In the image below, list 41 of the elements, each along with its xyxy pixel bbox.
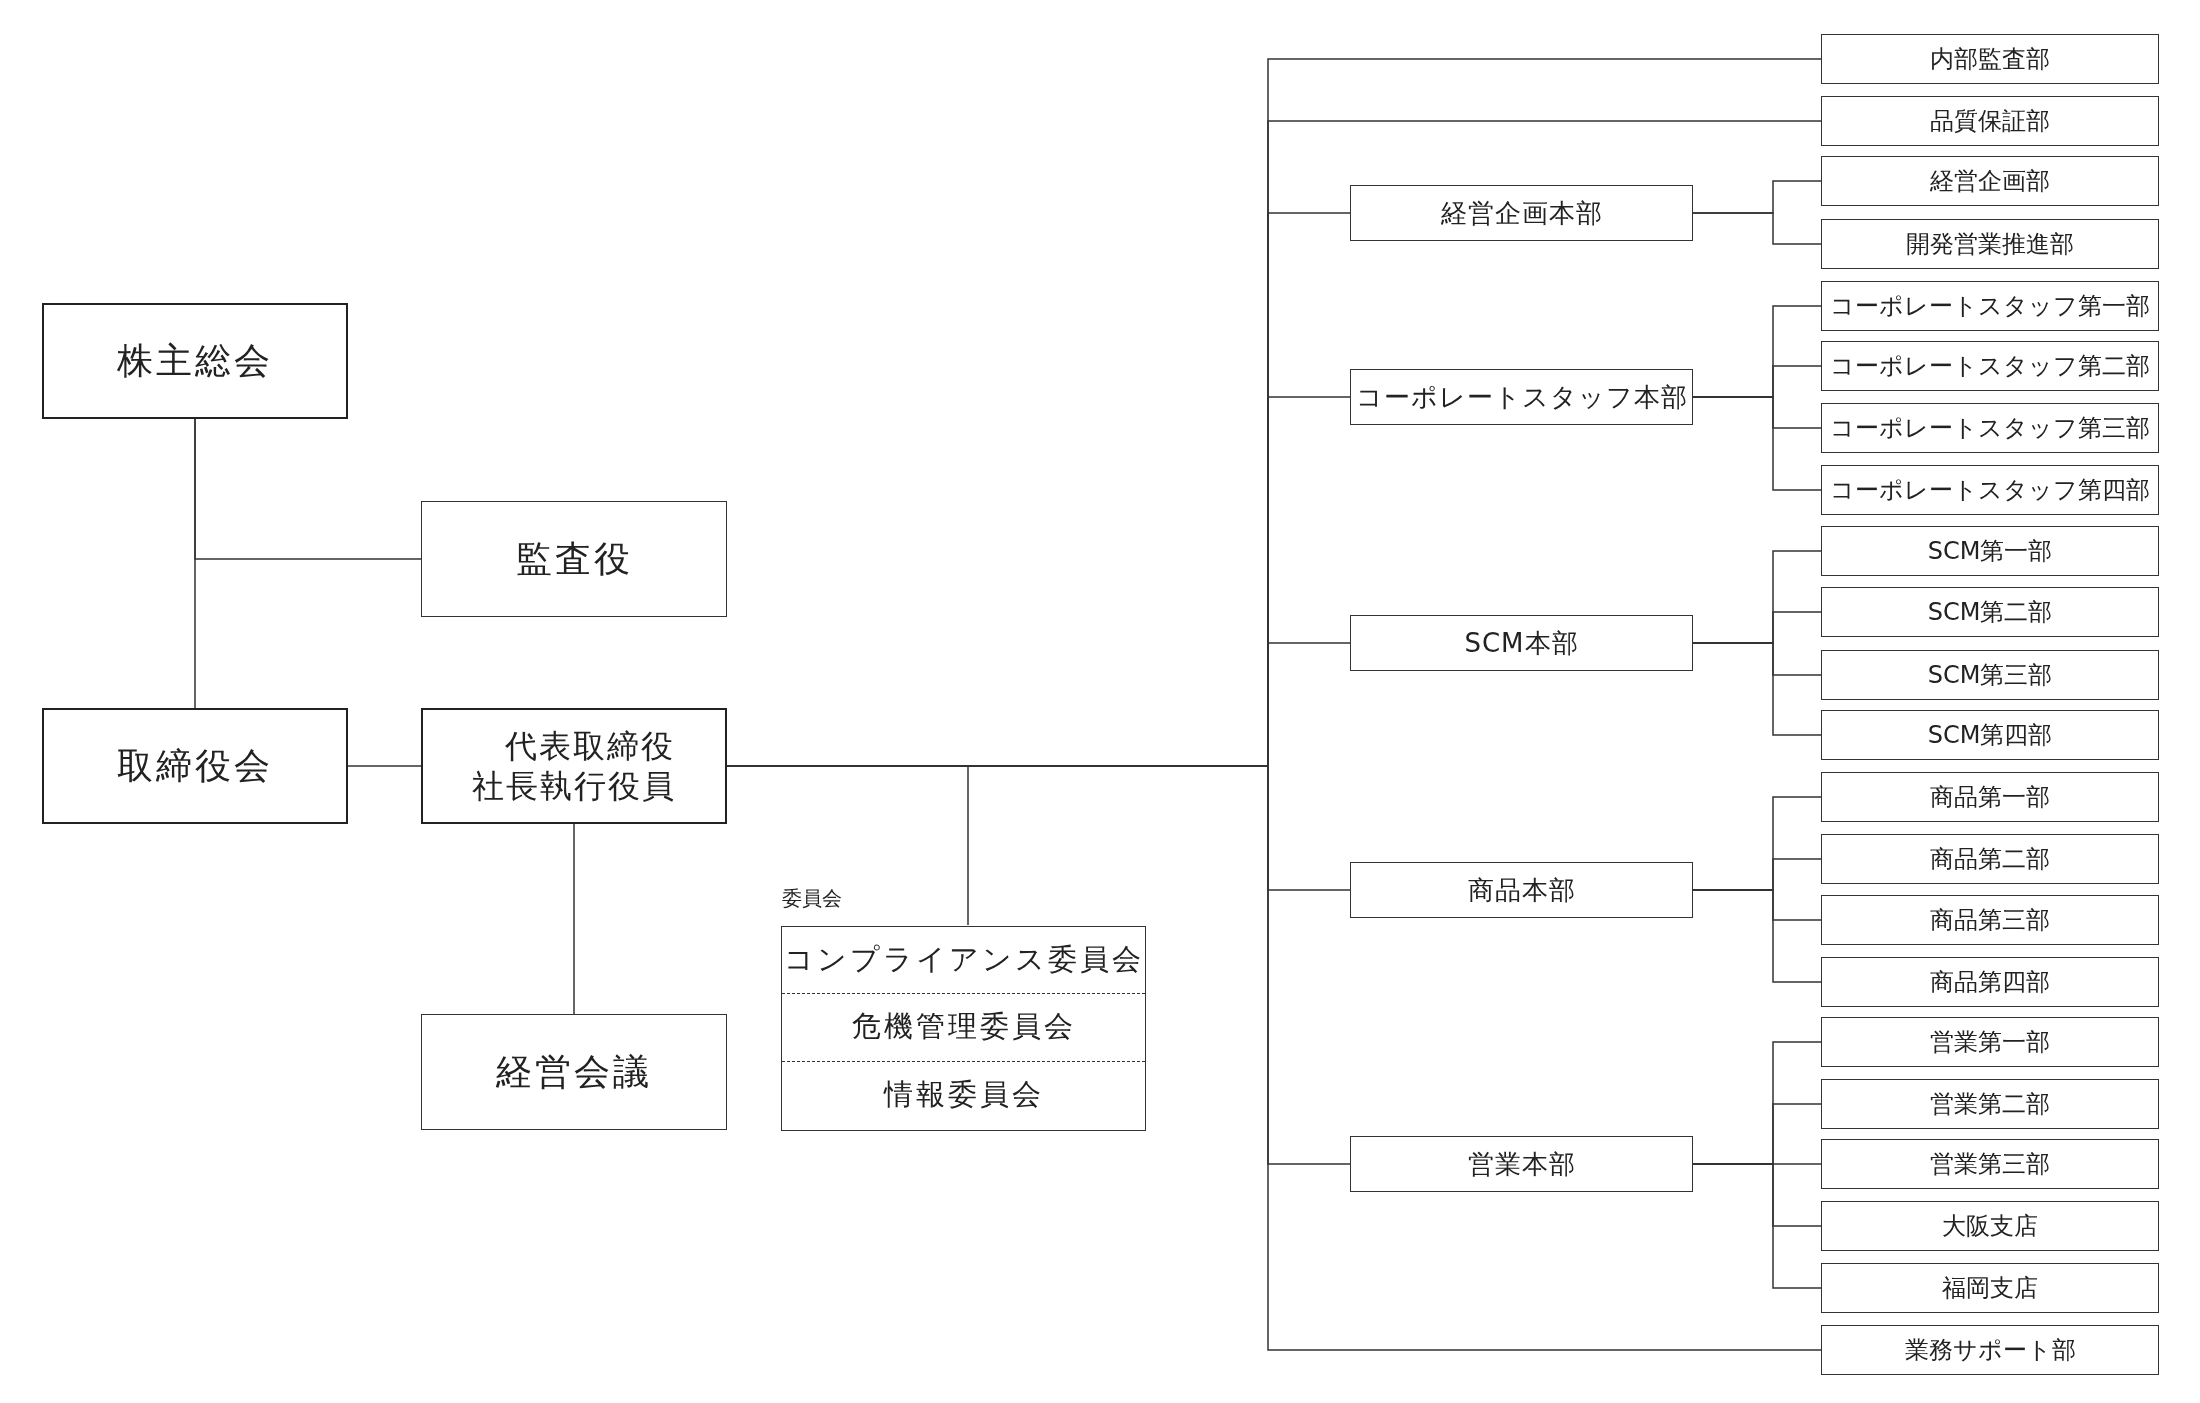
department-box: コーポレートスタッフ第三部: [1821, 403, 2159, 453]
department-box: 営業第一部: [1821, 1017, 2159, 1067]
department-box: 営業第三部: [1821, 1139, 2159, 1189]
division-box: コーポレートスタッフ本部: [1350, 369, 1693, 425]
division-box: SCM本部: [1350, 615, 1693, 671]
org-box: 取締役会: [42, 708, 348, 824]
connector-line: [347, 765, 422, 767]
department-box: 営業第二部: [1821, 1079, 2159, 1129]
org-box: 経営会議: [421, 1014, 727, 1130]
department-box: コーポレートスタッフ第二部: [1821, 341, 2159, 391]
department-box: 商品第二部: [1821, 834, 2159, 884]
department-box: 商品第四部: [1821, 957, 2159, 1007]
connector-line: [573, 823, 575, 1015]
department-box: 福岡支店: [1821, 1263, 2159, 1313]
division-box: 経営企画本部: [1350, 185, 1693, 241]
connector-line: [1692, 212, 1822, 245]
connector-line: [194, 418, 422, 560]
department-box: 経営企画部: [1821, 156, 2159, 206]
division-box: 商品本部: [1350, 862, 1693, 918]
org-box: 監査役: [421, 501, 727, 617]
department-box: 大阪支店: [1821, 1201, 2159, 1251]
department-box: コーポレートスタッフ第四部: [1821, 465, 2159, 515]
department-box: 商品第三部: [1821, 895, 2159, 945]
department-box: 商品第一部: [1821, 772, 2159, 822]
connector-line: [1692, 1163, 1822, 1289]
department-box: SCM第一部: [1821, 526, 2159, 576]
connector-line: [1692, 889, 1822, 983]
connector-line: [1692, 396, 1822, 491]
department-box: SCM第二部: [1821, 587, 2159, 637]
department-box: コーポレートスタッフ第一部: [1821, 281, 2159, 331]
division-box: 営業本部: [1350, 1136, 1693, 1192]
department-box: SCM第三部: [1821, 650, 2159, 700]
department-box: 内部監査部: [1821, 34, 2159, 84]
org-box: 株主総会: [42, 303, 348, 419]
department-box: 業務サポート部: [1821, 1325, 2159, 1375]
department-box: 開発営業推進部: [1821, 219, 2159, 269]
department-box: 品質保証部: [1821, 96, 2159, 146]
group-heading: 委員会: [782, 885, 842, 912]
connector-line: [1692, 642, 1822, 736]
department-box: SCM第四部: [1821, 710, 2159, 760]
org-box: 代表取締役社長執行役員: [421, 708, 727, 824]
